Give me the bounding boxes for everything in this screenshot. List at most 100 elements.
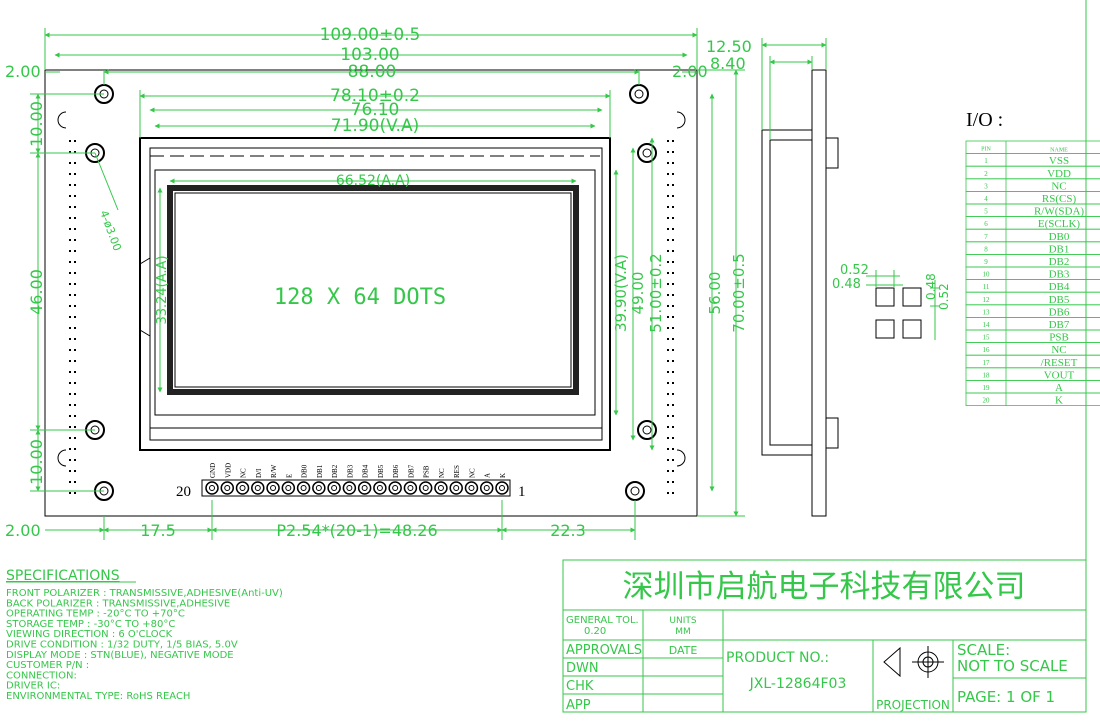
pin-label: R/W: [270, 464, 278, 478]
spec-line: CUSTOMER P/N :: [6, 660, 89, 671]
io-name-cell: R/W(SDA): [1034, 206, 1084, 218]
pin-label: DB3: [346, 464, 354, 478]
pin-hole: [331, 485, 338, 491]
product-no: JXL-12864F03: [749, 676, 847, 692]
pin-label: GND: [209, 463, 217, 478]
page-label: PAGE: 1 OF 1: [957, 688, 1055, 706]
io-pin-cell: 18: [983, 371, 991, 379]
pin-hole: [468, 485, 475, 491]
pin-label: VDD: [224, 463, 232, 478]
dim-pin-pitch: P2.54*(20-1)=48.26: [276, 521, 437, 540]
dim-dot-width-2: 0.48: [832, 277, 861, 292]
specs-title: SPECIFICATIONS: [6, 568, 120, 584]
io-name-cell: DB6: [1049, 306, 1070, 318]
side-view: 12.50 8.40: [706, 37, 839, 517]
pin-label: A: [484, 473, 492, 478]
io-pin-cell: 19: [983, 384, 991, 392]
io-pin-cell: 1: [984, 157, 988, 165]
dim-pin-right: 22.3: [550, 521, 586, 540]
dim-va-width: 71.90(V.A): [331, 116, 419, 136]
dim-aa-width: 66.52(A.A): [336, 173, 410, 189]
pin-header-outline: [201, 479, 511, 497]
dim-overall-height: 70.00±0.5: [730, 253, 748, 332]
io-name-cell: DB4: [1049, 281, 1070, 293]
io-name-cell: DB2: [1049, 256, 1070, 268]
dim-overall-width: 109.00±0.5: [320, 25, 421, 45]
pin-pad: [251, 481, 265, 495]
io-pin-cell: 2: [984, 170, 988, 178]
io-name-cell: NC: [1051, 180, 1066, 192]
dim-pcb-height: 56.00: [706, 272, 724, 315]
io-pin-cell: 7: [984, 233, 988, 241]
io-name-cell: DB7: [1049, 319, 1070, 331]
scale-label: SCALE:: [957, 641, 1010, 659]
spec-line: DRIVER IC:: [6, 681, 60, 692]
viewing-area: [154, 169, 596, 416]
pin-hole: [483, 485, 490, 491]
io-row: [965, 392, 1100, 407]
dimension-labels: 109.00±0.5 103.00 88.00 78.10±0.2 76.10 …: [5, 25, 748, 540]
dot-detail: 0.52 0.48 0.48 0.52: [832, 263, 951, 340]
projection-symbol-cone: [883, 646, 901, 678]
side-connector-top: [825, 137, 839, 169]
pin-hole: [422, 485, 429, 491]
pin-pad: [495, 481, 509, 495]
pin-hole: [392, 485, 399, 491]
general-tol-value: 0.20: [584, 626, 606, 637]
dim-pin1-offset: 17.5: [140, 521, 176, 540]
dim-pcb-width: 103.00: [340, 45, 399, 65]
io-name-cell: K: [1055, 395, 1063, 407]
dim-bezel-width: 78.10±0.2: [330, 86, 420, 106]
company-name: 深圳市启航电子科技有限公司: [623, 569, 1026, 605]
pin-label: DB4: [362, 464, 370, 478]
io-name-cell: DB5: [1049, 294, 1070, 306]
pin-hole: [376, 485, 383, 491]
io-name-cell: DB0: [1049, 231, 1070, 243]
spec-line: STORAGE TEMP : -30°C TO +80°C: [6, 619, 175, 630]
pin-label: NC: [240, 468, 248, 478]
dim-dot-height-2: 0.52: [937, 283, 951, 310]
pin-label: E: [285, 474, 293, 478]
io-name-cell: VOUT: [1044, 369, 1075, 381]
pin-hole: [270, 485, 277, 491]
dim-thickness-inner: 8.40: [710, 54, 746, 73]
dim-glass-width: 76.10: [351, 100, 400, 120]
io-name-cell: RS(CS): [1042, 193, 1077, 205]
hole-top-right: [629, 84, 649, 104]
pin-hole: [453, 485, 460, 491]
pin-hole: [300, 485, 307, 491]
io-pin-cell: 15: [983, 334, 991, 342]
spec-line: OPERATING TEMP : -20°C TO +70°C: [6, 609, 185, 620]
pin-pad: [312, 481, 326, 495]
dim-hole-pitch-y: 46.00: [27, 269, 46, 315]
pin-hole: [407, 485, 414, 491]
pin-pad: [373, 481, 387, 495]
pin-pad: [418, 481, 433, 495]
pin-label: NC: [468, 468, 476, 478]
pin-label: NC: [438, 468, 446, 478]
io-pin-cell: 20: [983, 397, 991, 405]
pin-hole: [437, 485, 444, 491]
pin-hole: [361, 485, 368, 491]
io-pin-cell: 11: [983, 283, 990, 291]
active-area-border: [167, 185, 579, 395]
hole-mid-right-bottom: [637, 420, 657, 440]
pin-pad: [205, 481, 219, 495]
chk-label: CHK: [566, 679, 594, 694]
io-pin-cell: 17: [983, 359, 991, 367]
pin-label: D/I: [255, 468, 263, 478]
io-pin-cell: 14: [983, 321, 991, 329]
dim-dot-width: 0.52: [840, 263, 869, 278]
dwn-label: DWN: [566, 661, 599, 676]
dim-bezel-height: 51.00±0.2: [647, 253, 665, 332]
pin-hole: [239, 485, 246, 491]
product-no-label: PRODUCT NO.:: [726, 650, 829, 666]
pin-pad: [434, 481, 448, 495]
io-pin-cell: 9: [984, 258, 988, 266]
hole-bottom-right: [625, 481, 645, 501]
pin-end-label: 1: [518, 484, 526, 500]
pin-pad: [479, 481, 494, 495]
